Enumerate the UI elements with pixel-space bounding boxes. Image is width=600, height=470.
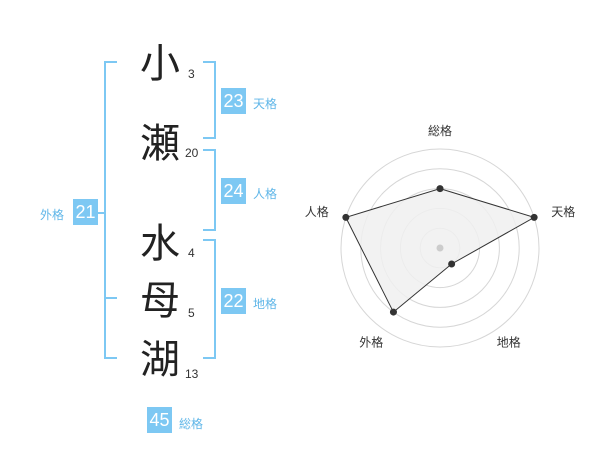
tenkaku-badge: 23 bbox=[221, 88, 246, 114]
radar-axis-label: 地格 bbox=[497, 335, 521, 350]
name-char-2: 瀬 bbox=[140, 121, 180, 167]
jinkaku-badge: 24 bbox=[221, 178, 246, 204]
radar-axis-label: 天格 bbox=[551, 204, 575, 219]
radar-axis-label: 外格 bbox=[359, 335, 383, 350]
stroke-count-5: 13 bbox=[185, 367, 199, 381]
radar-point bbox=[530, 213, 538, 221]
radar-point bbox=[448, 260, 456, 268]
chikaku-bracket bbox=[203, 239, 216, 359]
gaikaku-bracket bbox=[104, 61, 117, 359]
name-char-3: 水 bbox=[140, 221, 180, 267]
tenkaku-label: 天格 bbox=[253, 97, 278, 111]
radar-point bbox=[436, 185, 444, 193]
radar-point bbox=[389, 308, 397, 316]
name-char-5: 湖 bbox=[140, 337, 180, 383]
tenkaku-bracket bbox=[203, 61, 216, 139]
gaikaku-badge: 21 bbox=[73, 199, 98, 225]
name-char-1: 小 bbox=[140, 41, 180, 87]
jinkaku-label: 人格 bbox=[253, 187, 278, 201]
chikaku-badge: 22 bbox=[221, 288, 246, 314]
soukaku-badge: 45 bbox=[147, 407, 172, 433]
name-char-4: 母 bbox=[140, 278, 180, 324]
gaikaku-label: 外格 bbox=[40, 208, 65, 222]
jinkaku-bracket bbox=[203, 149, 216, 231]
radar-axis-label: 人格 bbox=[305, 204, 329, 219]
stroke-count-3: 4 bbox=[188, 246, 195, 260]
stroke-count-2: 20 bbox=[185, 146, 199, 160]
soukaku-label: 総格 bbox=[179, 417, 204, 431]
stroke-count-4: 5 bbox=[188, 306, 195, 320]
radar-point bbox=[342, 213, 350, 221]
radar-axis-label: 総格 bbox=[428, 123, 452, 138]
stroke-count-1: 3 bbox=[188, 67, 195, 81]
chikaku-label: 地格 bbox=[253, 297, 278, 311]
radar-center-dot bbox=[436, 244, 444, 252]
